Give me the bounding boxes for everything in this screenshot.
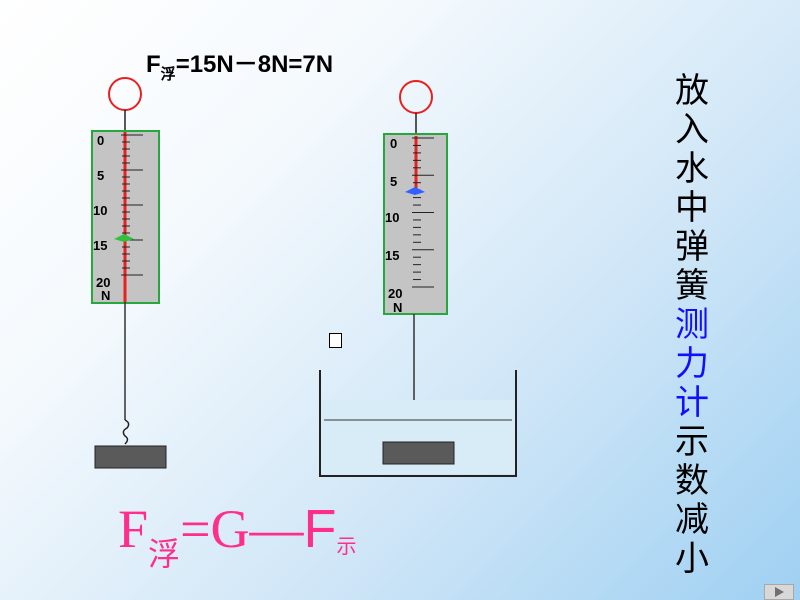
left-scale-pointer	[114, 234, 134, 242]
bottom-formula: F浮=G—F示	[118, 498, 357, 573]
left-scale-labels: 0 5 10 15 20 N	[93, 133, 110, 303]
left-hanging-block	[94, 445, 167, 469]
right-scale-label-0: 0	[390, 136, 397, 151]
right-scale-label-5: 5	[390, 174, 397, 189]
left-scale-ring	[108, 77, 142, 111]
vertical-title-char: 减	[675, 500, 709, 540]
right-scale-label-20: 20	[388, 286, 402, 301]
right-scale-ticks	[412, 137, 434, 288]
small-checkbox-glyph	[329, 333, 342, 348]
vertical-title-char: 水	[675, 149, 709, 189]
left-scale-unit: N	[101, 288, 110, 303]
top-formula-symbol: F	[146, 51, 161, 78]
right-scale-ring	[399, 80, 433, 114]
vertical-title-char: 测	[675, 305, 709, 345]
vertical-title-char: 中	[675, 188, 709, 228]
vertical-title-char: 力	[675, 344, 709, 384]
bottom-formula-sub2: 示	[336, 534, 357, 558]
next-slide-button[interactable]	[764, 584, 794, 600]
tank-walls	[319, 370, 517, 477]
submerged-block	[382, 441, 455, 465]
left-scale-ticks	[121, 134, 143, 276]
top-formula-expression: =15N－8N=7N	[175, 51, 334, 78]
vertical-title-char: 入	[675, 110, 709, 150]
vertical-title-char: 簧	[675, 266, 709, 306]
vertical-title-char: 计	[675, 383, 709, 423]
top-formula: F浮=15N－8N=7N	[146, 44, 334, 83]
vertical-title-char: 弹	[675, 227, 709, 267]
water-tank	[319, 370, 517, 477]
left-scale-label-5: 5	[97, 168, 104, 183]
bottom-formula-dash: —	[249, 499, 304, 559]
vertical-title-char: 小	[675, 539, 709, 579]
left-scale-hook	[122, 419, 130, 445]
vertical-title-char: 放	[675, 71, 709, 111]
bottom-formula-f2: F	[303, 499, 337, 559]
left-scale-label-0: 0	[97, 133, 104, 148]
right-scale-label-10: 10	[385, 210, 399, 225]
left-scale-label-10: 10	[93, 203, 107, 218]
right-scale-labels: 0 5 10 15 20 N	[385, 136, 402, 315]
left-scale-label-15: 15	[93, 238, 107, 253]
right-spring-scale: 0 5 10 15 20 N	[383, 80, 448, 443]
left-scale-label-20: 20	[96, 275, 110, 290]
top-formula-subscript: 浮	[160, 65, 176, 83]
play-arrow-icon	[775, 587, 784, 597]
right-scale-unit: N	[393, 300, 402, 315]
right-scale-pointer	[405, 187, 425, 195]
left-spring-scale: 0 5 10 15 20 N	[91, 77, 167, 469]
right-scale-label-15: 15	[385, 248, 399, 263]
bottom-formula-sub1: 浮	[148, 535, 181, 573]
bottom-formula-eq: =G	[180, 499, 250, 559]
bottom-formula-f1: F	[118, 499, 149, 559]
vertical-title-char: 示	[675, 422, 709, 462]
vertical-title: 放入水中弹簧测力计示数减小	[672, 72, 712, 579]
vertical-title-char: 数	[675, 461, 709, 501]
